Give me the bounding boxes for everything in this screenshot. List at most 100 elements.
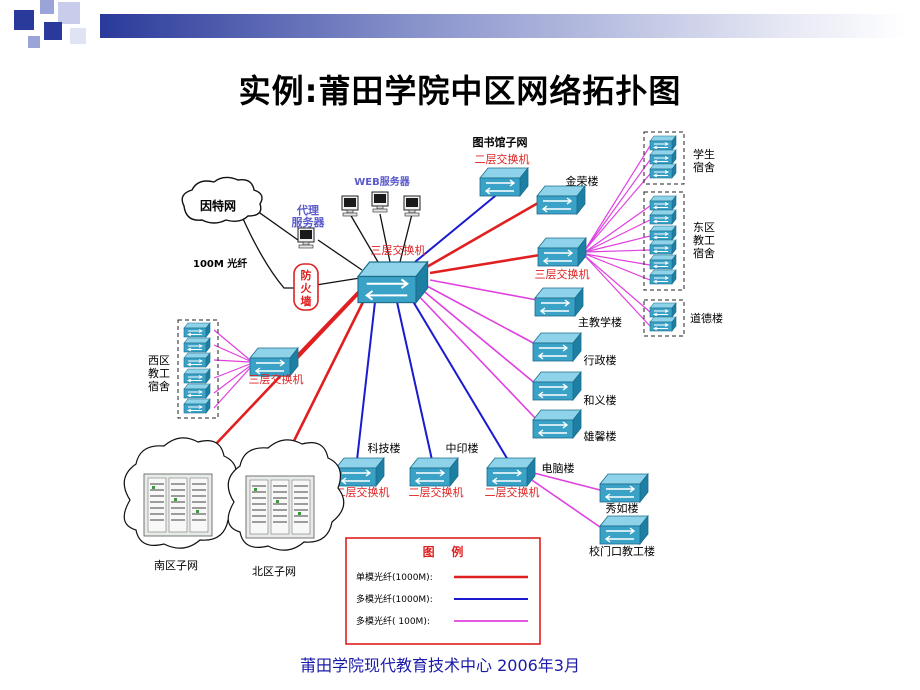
west-dorm-switch-2 (183, 337, 211, 353)
web-server-icon-2 (371, 191, 389, 213)
weixin-switch-icon (532, 409, 582, 439)
corner-square-5 (28, 36, 40, 48)
link-core-admin (424, 284, 538, 346)
student-dorm-label-2: 宿舍 (693, 160, 715, 174)
west-dorm-label-1: 西区 (148, 354, 170, 367)
student-dorm-switch-1 (649, 135, 677, 151)
west-dorm-switch-4 (183, 368, 211, 384)
east-l3-switch-label: 三层交换机 (535, 267, 590, 281)
xiuru-label: 秀如楼 (606, 501, 639, 515)
link-core-south (195, 291, 361, 466)
legend-box (345, 537, 541, 645)
library-switch-icon (479, 167, 529, 197)
west-staff-dorm-group (177, 319, 219, 419)
east-dorm-switch-5 (649, 254, 677, 270)
student-dorm-group (643, 131, 685, 185)
links-layer (195, 145, 651, 528)
proxy-label-line1: 代理 (296, 203, 319, 217)
link-core-weixin (413, 290, 538, 421)
east-dorm-switch-3 (649, 225, 677, 241)
north-subnet-label: 北区子网 (252, 565, 296, 578)
daode-switch-2 (649, 316, 677, 332)
internet-cloud (181, 176, 263, 224)
east-dorm-switch-1 (649, 195, 677, 211)
web-server-label: WEB服务器 (354, 175, 410, 188)
admin-label: 行政楼 (584, 353, 617, 367)
web-server-icon-3 (403, 195, 421, 217)
firewall-label-3: 墙 (301, 294, 312, 308)
legend-item-3-label: 多模光纤( 100M): (356, 615, 430, 627)
library-switch-label: 二层交换机 (475, 152, 530, 166)
fiber-100m-label: 100M 光纤 (193, 257, 247, 270)
east-l3-switch-icon (537, 237, 587, 267)
west-l3-switch-label: 三层交换机 (249, 372, 304, 386)
link-core-keji (356, 292, 377, 461)
west-dorm-switch-6 (183, 398, 211, 414)
gate-staff-switch-icon (599, 515, 649, 545)
firewall-label-2: 火 (301, 282, 313, 295)
link-core-library (414, 191, 501, 263)
proxy-label-line2: 服务器 (292, 215, 326, 229)
east-dorm-switch-6 (649, 269, 677, 285)
student-dorm-switch-2 (649, 149, 677, 165)
west-dorm-label-3: 宿舍 (148, 379, 170, 393)
header-gradient-bar (100, 14, 906, 38)
link-core-main-teaching (429, 279, 538, 301)
slide-title: 实例:莆田学院中区网络拓扑图 (238, 72, 682, 110)
corner-square-3 (58, 2, 80, 24)
links-east-dorms (584, 145, 651, 327)
core-switch-icon (356, 260, 429, 304)
jinrong-switch-icon (536, 185, 586, 215)
proxy-server-icon (297, 227, 315, 249)
daode-group (643, 299, 685, 337)
internet-label: 因特网 (200, 198, 236, 213)
heyi-switch-icon (532, 371, 582, 401)
keji-switch-icon (335, 457, 385, 487)
west-l3-switch-icon (249, 347, 299, 377)
core-switch-label: 三层交换机 (371, 243, 426, 257)
west-dorm-label-2: 教工 (148, 367, 170, 380)
daode-switch-1 (649, 302, 677, 318)
link-diannao-gate (525, 475, 601, 528)
east-dorm-label-1: 东区 (693, 221, 715, 234)
corner-square-1 (14, 10, 34, 30)
daode-label: 道德楼 (690, 311, 723, 325)
link-diannao-xiuru (529, 471, 601, 491)
west-dorm-switch-5 (183, 383, 211, 399)
east-dorm-switch-2 (649, 209, 677, 225)
west-dorm-switch-1 (183, 322, 211, 338)
link-core-diannao (407, 292, 509, 461)
legend: 图 例 单模光纤(1000M): 多模光纤(1000M): 多模光纤( 100M… (345, 537, 541, 645)
link-core-east-l3 (429, 253, 541, 275)
footer-text: 莆田学院现代教育技术中心 2006年3月 (300, 656, 580, 675)
main-teaching-switch-icon (534, 287, 584, 317)
heyi-label: 和义楼 (584, 393, 617, 407)
link-core-heyi (419, 287, 538, 386)
legend-item-1-label: 单模光纤(1000M): (356, 571, 433, 583)
links-west-dorms (213, 329, 251, 409)
corner-square-2 (40, 0, 54, 14)
diannao-switch-icon (486, 457, 536, 487)
gate-staff-label: 校门口教工楼 (589, 544, 655, 558)
student-dorm-switch-3 (649, 163, 677, 179)
web-server-icon-1 (341, 195, 359, 217)
zhongyin-label: 中印楼 (446, 441, 479, 455)
student-dorm-label-1: 学生 (693, 147, 715, 161)
east-dorm-label-3: 宿舍 (693, 246, 715, 260)
west-dorm-switch-3 (183, 352, 211, 368)
zhongyin-switch-label: 二层交换机 (409, 485, 464, 499)
weixin-label: 雄馨楼 (584, 429, 617, 443)
south-subnet-cloud (123, 437, 241, 549)
link-core-zhongyin (394, 292, 433, 461)
zhongyin-switch-icon (409, 457, 459, 487)
jinrong-label: 金荣楼 (566, 174, 599, 188)
main-teaching-label: 主教学楼 (578, 315, 622, 329)
library-net-label: 图书馆子网 (473, 135, 528, 149)
south-subnet-label: 南区子网 (154, 559, 198, 572)
east-dorm-label-2: 教工 (693, 234, 715, 247)
firewall-label-1: 防 (301, 268, 312, 282)
corner-square-4 (44, 22, 62, 40)
admin-switch-icon (532, 332, 582, 362)
